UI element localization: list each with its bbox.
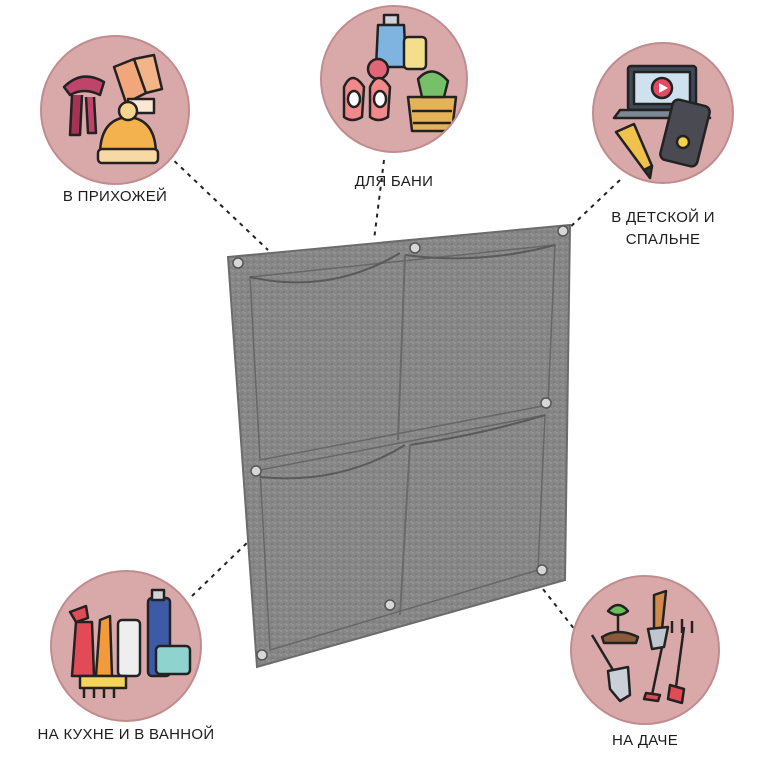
- hallway-label: В ПРИХОЖЕЙ: [62, 188, 168, 205]
- gadgets-icon: [612, 64, 712, 180]
- garden-tools-icon: [590, 589, 694, 705]
- hallway-circle: [40, 35, 190, 185]
- winter-clothes-icon: [62, 53, 164, 165]
- kitchen-circle: [50, 570, 202, 722]
- kids-room-label-line2: СПАЛЬНЕ: [625, 231, 701, 248]
- kitchen-label: НА КУХНЕ И В ВАННОЙ: [37, 726, 215, 743]
- sauna-items-icon: [342, 13, 458, 133]
- dacha-label: НА ДАЧЕ: [611, 732, 679, 749]
- bath-label: ДЛЯ БАНИ: [354, 173, 434, 190]
- bath-circle: [320, 5, 468, 153]
- kids-room-label-line1: В ДЕТСКОЙ И: [611, 209, 715, 226]
- cleaning-supplies-icon: [68, 588, 192, 698]
- kids-room-circle: [592, 42, 734, 184]
- dacha-circle: [570, 575, 720, 725]
- felt-organizer-image: [226, 223, 572, 669]
